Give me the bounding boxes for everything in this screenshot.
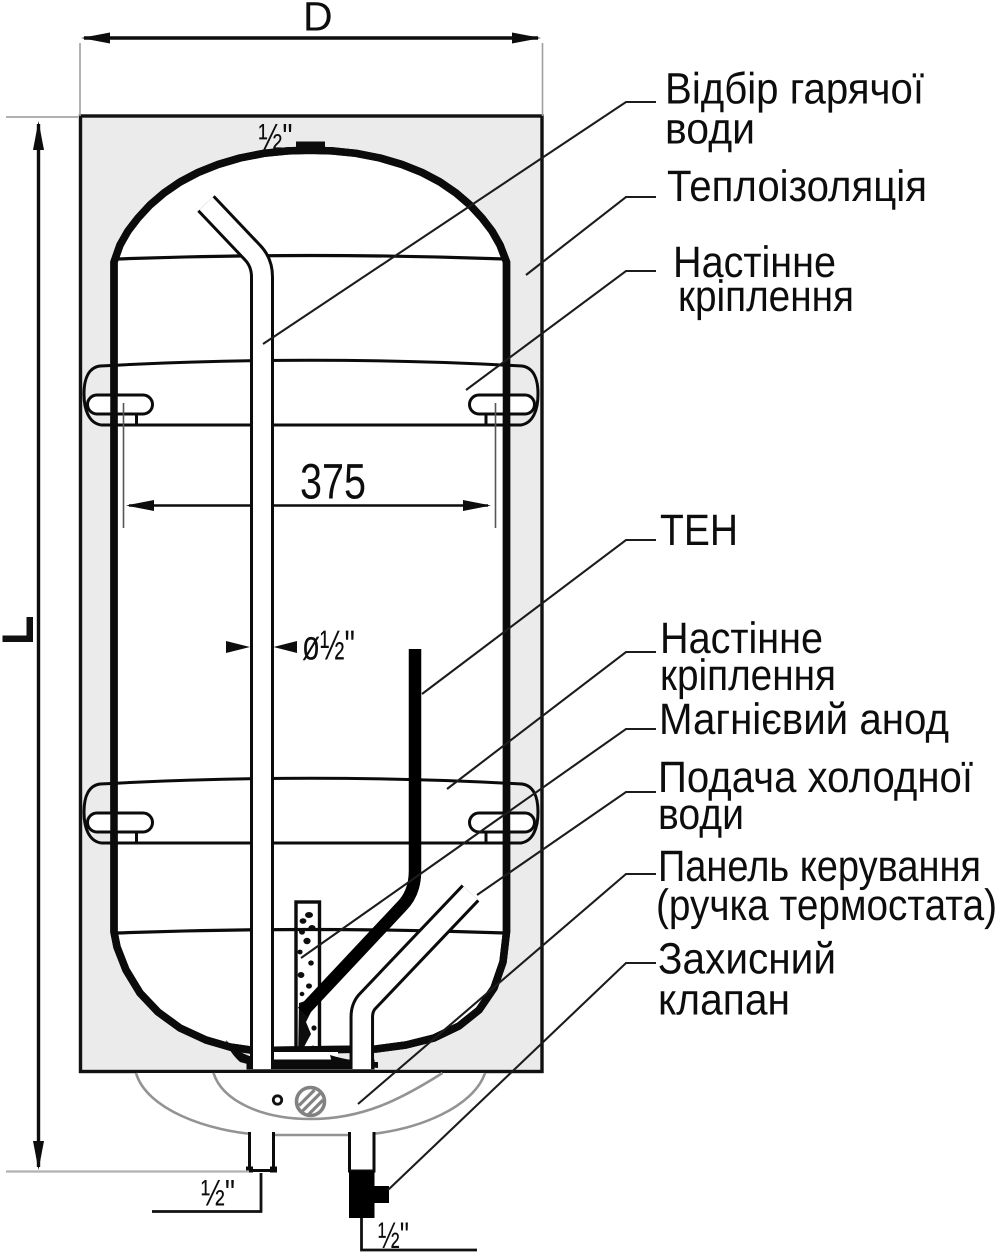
svg-text:Магнієвий анод: Магнієвий анод: [659, 695, 949, 744]
svg-text:½": ½": [378, 1215, 409, 1255]
svg-text:Подача холодної: Подача холодної: [658, 753, 973, 802]
svg-text:D: D: [303, 0, 333, 40]
svg-text:води: води: [665, 105, 755, 154]
svg-text:Захисний: Захисний: [658, 935, 836, 984]
svg-text:ø½": ø½": [302, 622, 355, 669]
svg-text:кріплення: кріплення: [678, 272, 854, 321]
svg-text:½": ½": [201, 1173, 235, 1214]
svg-text:(ручка термостата): (ручка термостата): [656, 881, 997, 930]
svg-text:води: води: [658, 790, 744, 839]
svg-text:Панель керування: Панель керування: [658, 842, 981, 891]
svg-text:Настінне: Настінне: [673, 238, 836, 287]
svg-text:Теплоізоляція: Теплоізоляція: [667, 162, 927, 211]
svg-text:375: 375: [300, 454, 366, 510]
svg-text:½": ½": [259, 117, 293, 158]
svg-text:Настінне: Настінне: [660, 614, 823, 663]
svg-text:клапан: клапан: [658, 976, 790, 1025]
svg-text:Відбір гарячої: Відбір гарячої: [665, 65, 924, 114]
svg-text:ТЕН: ТЕН: [660, 506, 738, 555]
svg-text:кріплення: кріплення: [660, 651, 836, 700]
